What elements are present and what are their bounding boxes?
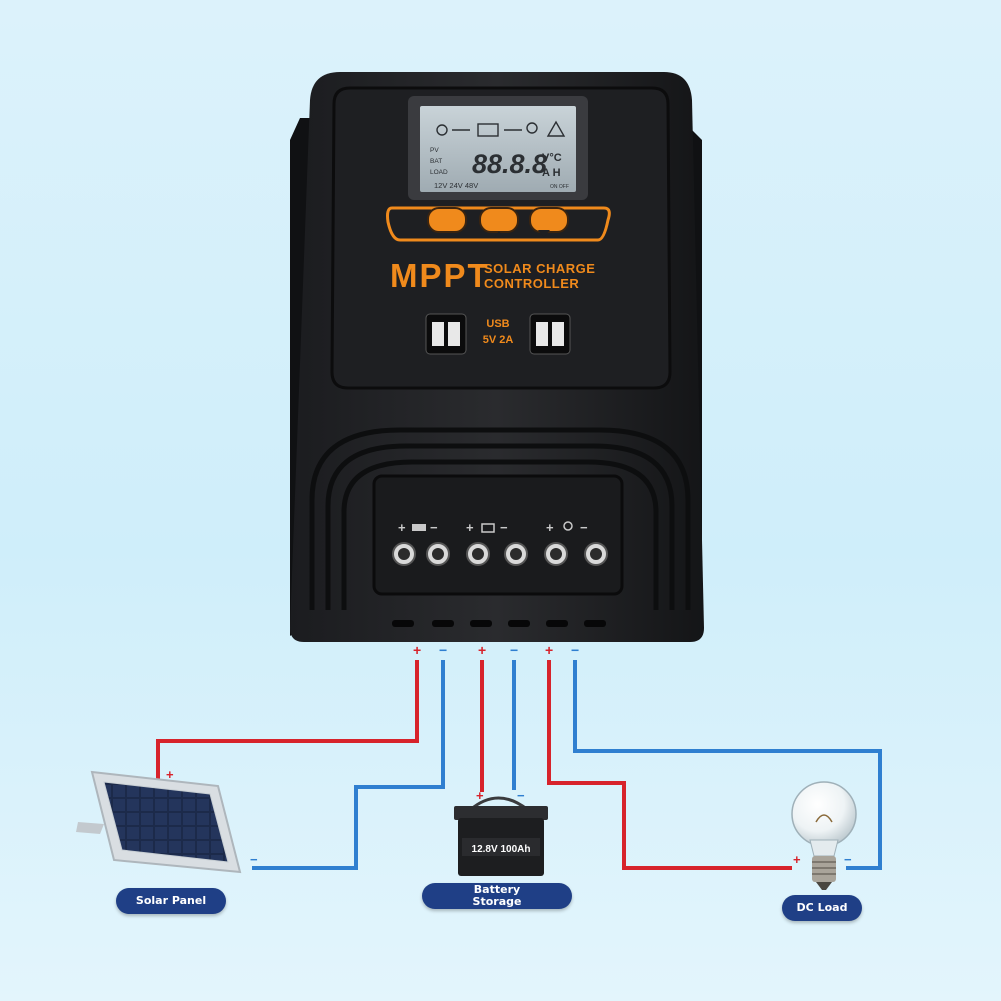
lcd-unit-top: V°C: [542, 152, 562, 164]
terminal-sign: +: [466, 520, 474, 535]
bulb-icon: [526, 122, 538, 134]
brand-mppt: MPPT: [390, 257, 490, 294]
battery-minus-sign: −: [517, 788, 525, 803]
terminal-screw-head: [432, 548, 444, 560]
terminal-sign: +: [546, 520, 554, 535]
down-arrow-icon: [538, 230, 550, 237]
wire-sign-minus: −: [439, 642, 447, 658]
wire-sign-minus: −: [510, 642, 518, 658]
sun-icon: [436, 124, 448, 136]
lcd-unit-bottom: A H: [542, 167, 561, 179]
lcd-on-off: ON OFF: [550, 184, 569, 190]
title-line1: SOLAR CHARGE: [484, 261, 595, 276]
terminal-sign: +: [398, 520, 406, 535]
lcd-row-bat: BAT: [430, 158, 442, 165]
terminal-screw-head: [472, 548, 484, 560]
warning-icon: [546, 120, 566, 137]
terminal-block: [372, 474, 624, 596]
terminal-sign: −: [500, 520, 508, 535]
battery-label-line2: Storage: [472, 895, 522, 908]
terminal-screw-head: [550, 548, 562, 560]
battery-storage-label: Battery Storage: [422, 883, 572, 909]
solar-panel-icon: [412, 524, 426, 531]
battery-label-plate: [462, 838, 540, 856]
usb-rating: 5V 2A: [483, 334, 514, 346]
title-line2: CONTROLLER: [484, 276, 579, 291]
battery-rating: 12.8V 100Ah: [472, 844, 531, 855]
solar-panel-bracket: [76, 822, 104, 834]
solar-plus-sign: +: [166, 767, 174, 782]
solar-negative-wire: [252, 660, 445, 870]
terminal-screw-head: [590, 548, 602, 560]
lcd-row-pv: PV: [430, 147, 439, 154]
wire-sign-plus: +: [545, 642, 553, 658]
load-minus-sign: −: [844, 852, 852, 867]
terminal-sign: −: [430, 520, 438, 535]
solar-panel: + −: [76, 767, 258, 874]
button-frame: [386, 206, 611, 242]
wire-sign-plus: +: [413, 642, 421, 658]
terminal-screw-head: [398, 548, 410, 560]
solar-positive-wire: [156, 660, 419, 780]
load-plus-sign: +: [793, 852, 801, 867]
wire-sign-minus: −: [571, 642, 579, 658]
wires: [156, 660, 882, 870]
terminal-icons: + − + − + −: [398, 520, 588, 535]
bulb-filament: [815, 814, 833, 823]
dc-load-bulb: + −: [791, 781, 857, 890]
battery-label-line1: Battery: [473, 883, 521, 896]
up-button[interactable]: [479, 207, 519, 233]
dc-load-label: DC Load: [782, 895, 862, 921]
lcd-digits: 88.8.8: [472, 149, 547, 179]
cable-slots: [392, 620, 606, 627]
battery-plus-sign: +: [476, 788, 484, 803]
lcd-row-load: LOAD: [430, 169, 448, 176]
battery-storage-label-text: Battery Storage: [473, 884, 522, 908]
lcd-status-icons: [436, 120, 566, 137]
body-arcs: [309, 427, 691, 610]
solar-panel-label: Solar Panel: [116, 888, 226, 914]
terminal-screws: [392, 542, 608, 566]
lamp-symbol-icon: [563, 521, 573, 531]
battery-lid: [454, 806, 548, 820]
wire-signs: + − + − + −: [413, 642, 579, 658]
mppt-controller: PV BAT LOAD 88.8.8 V°C A H 12V 24V 48V O…: [290, 72, 704, 642]
wire-sign-plus: +: [478, 642, 486, 658]
lcd-voltages: 12V 24V 48V: [434, 181, 478, 190]
solar-panel-cells: [103, 781, 229, 863]
solar-minus-sign: −: [250, 852, 258, 867]
down-button[interactable]: [529, 207, 569, 233]
up-arrow-icon: [494, 231, 504, 238]
load-negative-wire: [573, 660, 882, 870]
dc-load-label-text: DC Load: [796, 901, 848, 914]
terminal-screw-head: [510, 548, 522, 560]
battery: 12.8V 100Ah + −: [454, 788, 548, 876]
battery-symbol-icon: [481, 523, 495, 533]
battery-icon: [477, 123, 499, 137]
terminal-sign: −: [580, 520, 588, 535]
menu-button[interactable]: [427, 207, 467, 233]
bulb-glass: [791, 781, 857, 847]
load-positive-wire: [547, 660, 792, 870]
usb-label: USB: [486, 318, 509, 330]
solar-panel-label-text: Solar Panel: [135, 894, 207, 907]
